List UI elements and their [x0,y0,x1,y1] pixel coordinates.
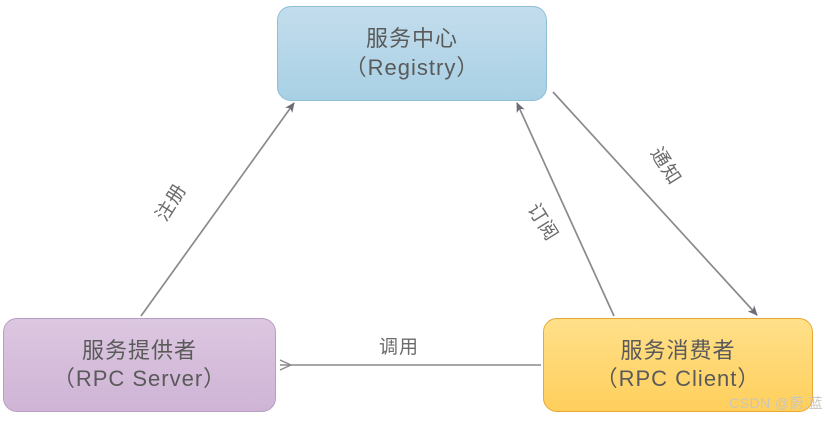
edge-label-invoke: 调用 [379,337,420,358]
node-consumer-subtitle: （RPC Client） [595,366,761,391]
node-provider[interactable]: 服务提供者 （RPC Server） [3,318,276,412]
node-registry-subtitle: （Registry） [344,54,480,80]
node-provider-subtitle: （RPC Server） [52,366,227,391]
edge-register-line [140,102,295,317]
node-registry[interactable]: 服务中心 （Registry） [277,6,547,101]
node-consumer[interactable]: 服务消费者 （RPC Client） [543,318,813,412]
edge-notify-line [552,91,758,316]
node-provider-title: 服务提供者 [81,337,197,363]
node-consumer-title: 服务消费者 [620,337,736,363]
edge-subscribe-line [516,102,615,317]
node-registry-title: 服务中心 [365,26,458,52]
watermark: CSDN @蔚.蓝 [729,395,824,411]
